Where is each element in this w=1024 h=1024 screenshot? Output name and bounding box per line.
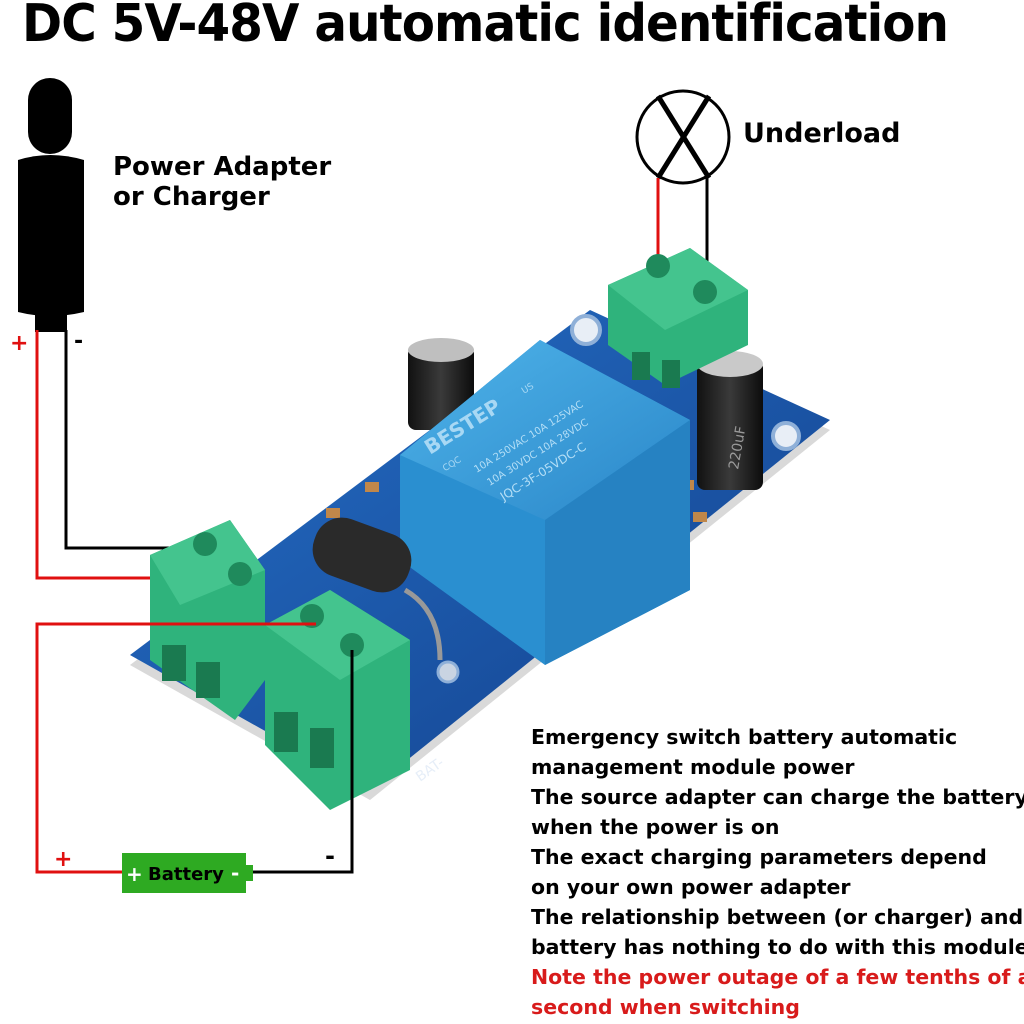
adapter-label: Power Adapter or Charger [113, 152, 331, 212]
adapter-negative-wire [64, 330, 210, 550]
lamp-load-icon [635, 89, 731, 185]
diode [312, 517, 443, 661]
battery-wire-plus-sign: + [54, 847, 72, 872]
load-label: Underload [743, 118, 901, 149]
battery-positive-wire [35, 622, 316, 874]
description-line: Emergency switch battery automatic [531, 725, 958, 749]
battery-wire-minus-sign: - [325, 842, 335, 870]
capacitor-right: 220uF [697, 351, 763, 490]
battery-label: Battery [148, 864, 224, 885]
battery-minus-sign: - [231, 861, 239, 885]
description-block: Emergency switch battery automatic manag… [531, 722, 1024, 1022]
description-line: management module power [531, 755, 855, 779]
warning-line: second when switching [531, 995, 800, 1019]
page-title: DC 5V-48V automatic identification [22, 0, 949, 54]
warning-line: Note the power outage of a few tenths of… [531, 965, 1024, 989]
power-adapter-icon [18, 78, 84, 332]
terminal-block-battery [265, 590, 410, 810]
terminal-block-adapter [150, 520, 265, 720]
adapter-plus-sign: + [10, 331, 28, 356]
description-line: The relationship between (or charger) an… [531, 905, 1024, 929]
battery-icon: + Battery - [122, 853, 253, 893]
description-line: on your own power adapter [531, 875, 851, 899]
relay: BESTEP US CQC 10A 250VAC 10A 125VAC 10A … [400, 340, 690, 665]
description-line: The source adapter can charge the batter… [531, 785, 1024, 809]
description-line: The exact charging parameters depend [531, 845, 987, 869]
description-line: battery has nothing to do with this modu… [531, 935, 1024, 959]
description-line: when the power is on [531, 815, 780, 839]
adapter-label-line-1: Power Adapter [113, 152, 332, 182]
terminal-block-load [608, 248, 748, 388]
adapter-label-line-2: or Charger [113, 182, 270, 212]
battery-plus-sign: + [126, 862, 143, 886]
battery-negative-wire [250, 650, 354, 874]
adapter-minus-sign: - [74, 329, 83, 354]
capacitor-value-label: 220uF [726, 425, 749, 471]
